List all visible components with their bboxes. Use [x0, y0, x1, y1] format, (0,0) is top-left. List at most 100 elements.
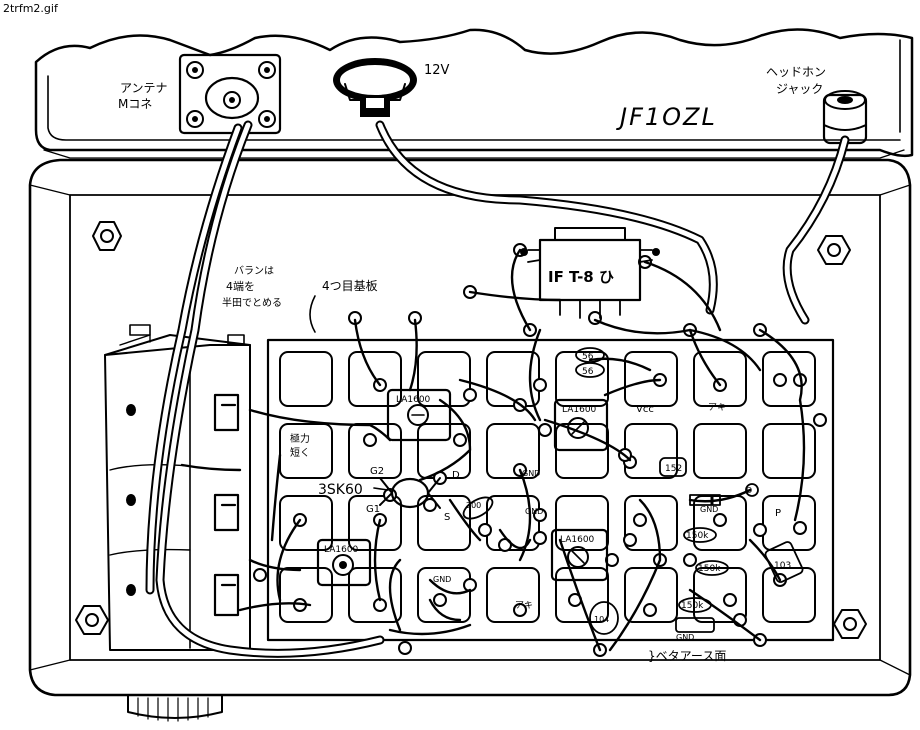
board-title-arrow [309, 295, 316, 333]
if-transformer-label: IF T-8 ひ [548, 268, 614, 286]
power-label: 12V [424, 63, 450, 78]
solder-joint [478, 523, 492, 537]
solder-joint [423, 498, 437, 512]
power-socket [333, 58, 417, 117]
board-pad [762, 351, 816, 407]
solder-joint [463, 388, 477, 402]
c104-label: 104 [594, 615, 609, 624]
r200-label: 200 [466, 501, 481, 510]
diode [689, 494, 721, 506]
resistor-56-b [575, 362, 605, 378]
nut-bottom-left [75, 605, 109, 635]
fet-3sk60 [379, 477, 441, 509]
c103-label: 103 [774, 561, 791, 571]
board-pad [279, 351, 333, 407]
board-pad [693, 567, 747, 623]
board-pad [348, 423, 402, 479]
board-pad [486, 495, 540, 551]
board-pad [279, 567, 333, 623]
r150k-c-label: 150k [681, 601, 704, 611]
solder-joint [363, 433, 377, 447]
beta-earth-label: }ベタアース面 [648, 649, 726, 663]
r150k-b-label: 150k [698, 564, 721, 574]
solder-joint [533, 508, 547, 522]
solder-joint [813, 413, 827, 427]
nut-top-right [817, 235, 851, 265]
capacitor-104 [589, 601, 619, 635]
pin-g2: G2 [370, 466, 384, 477]
solder-joint [713, 513, 727, 527]
board-pad [555, 495, 609, 551]
author-callsign: JF1OZL [616, 103, 717, 131]
earth-point [745, 483, 759, 497]
solder-joint [683, 553, 697, 567]
board-pad [762, 567, 816, 623]
trimmer-resistor [675, 617, 715, 633]
resistor-150k-a [683, 527, 717, 543]
board-pad [486, 567, 540, 623]
resistor-56-a [575, 347, 605, 363]
front-panel [34, 28, 914, 159]
solder-joint [793, 521, 807, 535]
shield-note-1: 極力 [290, 432, 310, 445]
balun-note-3: 半田でとめる [222, 296, 282, 309]
board-pad [417, 351, 471, 407]
pin-g1: G1 [366, 504, 380, 515]
board-pad [762, 495, 816, 551]
resistor-150k-c [678, 597, 712, 613]
resistor-200 [462, 496, 494, 520]
solder-joint [633, 513, 647, 527]
solder-joint [753, 523, 767, 537]
board-pad [555, 351, 609, 407]
board-pad [624, 567, 678, 623]
vcc-label: Vcc [636, 404, 654, 415]
solder-joint [643, 603, 657, 617]
nut-top-left [92, 221, 122, 251]
solder-joint [533, 531, 547, 545]
board-title: 4つ目基板 [322, 279, 378, 293]
board-pad [762, 423, 816, 479]
ic-upper-center [553, 398, 609, 452]
board-pad [693, 351, 747, 407]
pin-s: S [444, 512, 450, 523]
ic-lower-center [550, 528, 609, 582]
fet-label: 3SK60 [318, 482, 363, 498]
headphone-label-2: ジャック [776, 82, 823, 96]
antenna-connector [178, 53, 282, 135]
board-pad [279, 423, 333, 479]
solder-joint [513, 603, 527, 617]
c152-label: 152 [665, 464, 682, 474]
r150k-a-label: 150k [686, 531, 709, 541]
image-filename: 2trfm2.gif [3, 2, 58, 15]
ae-label-2: アキ [515, 601, 533, 611]
board-pad [417, 567, 471, 623]
d-mark: D [746, 486, 752, 495]
ic-upper-left-label: LA1600 [396, 395, 431, 405]
headphone-label-1: ヘッドホン [766, 65, 826, 79]
gnd-label-5: GND [676, 633, 694, 642]
solder-joint [398, 641, 412, 655]
solder-joint [533, 378, 547, 392]
resistor-150k-b [695, 560, 729, 576]
antenna-label-2: Mコネ [118, 97, 152, 111]
ic-upper-center-label: LA1600 [562, 405, 597, 415]
gnd-label-3: GND [433, 575, 451, 584]
ic-lower-left-label: LA1600 [324, 545, 359, 555]
solder-joint [623, 533, 637, 547]
wiring [145, 120, 850, 658]
ic-lower-center-label: LA1600 [560, 535, 595, 545]
solder-joint [453, 433, 467, 447]
board-pad [693, 423, 747, 479]
if-transformer [520, 227, 660, 319]
board-pad [624, 495, 678, 551]
fet-arrow [373, 487, 389, 491]
r56-a-label: 56 [582, 352, 594, 362]
ic-upper-left [386, 388, 452, 442]
nut-bottom-right [833, 609, 867, 639]
solder-joint [723, 593, 737, 607]
balun-note-2: 4端を [226, 280, 255, 293]
gnd-label-2: GND [525, 507, 543, 516]
board-pad [624, 351, 678, 407]
p-label: P [775, 508, 781, 519]
